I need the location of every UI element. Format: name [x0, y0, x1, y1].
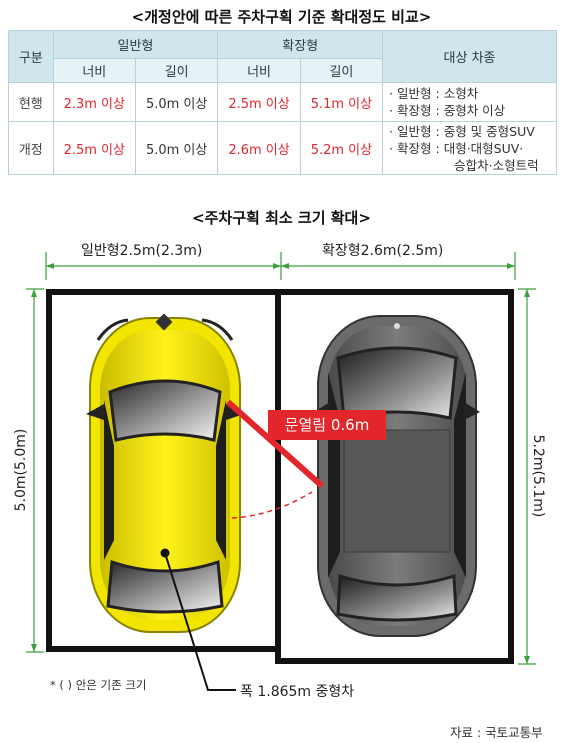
target-line: · 일반형 : 소형차: [389, 86, 479, 101]
sub-width-extended: 너비: [217, 58, 301, 83]
yellow-car-rear-window: [106, 559, 224, 614]
yellow-car-left-mirror: [86, 404, 104, 420]
target-line: 승합차·소형트럭: [454, 157, 539, 173]
arrow-head: [46, 263, 54, 269]
extended-width-label: 확장형2.6m(2.5m): [319, 240, 447, 260]
table-row: 개정 2.5m 이상 5.0m 이상 2.6m 이상 5.2m 이상 · 일반형…: [8, 121, 557, 175]
gray-car-roof: [343, 429, 451, 553]
current-extended-width: 2.5m 이상: [217, 82, 301, 122]
width-dimension: [45, 252, 516, 280]
current-general-length: 5.0m 이상: [134, 82, 219, 122]
revised-extended-width: 2.6m 이상: [217, 121, 301, 175]
yellow-car-right-window: [216, 400, 226, 560]
gray-car: [314, 315, 480, 637]
right-length-dimension: [518, 288, 536, 665]
arrow-head: [31, 644, 37, 652]
arrow-head: [273, 263, 281, 269]
gray-car-right-mirror: [464, 402, 480, 420]
door-swing-arc: [231, 491, 313, 519]
target-line: · 일반형 : 중형 및 중형SUV: [389, 123, 535, 139]
gray-car-rear-window: [336, 573, 458, 622]
revised-target-vehicles: · 일반형 : 중형 및 중형SUV · 확장형 : 대형·대형SUV· 승합차…: [382, 121, 557, 175]
yellow-car-left-window: [104, 400, 114, 560]
yellow-car-emblem: [155, 313, 173, 331]
general-width-label: 일반형2.5m(2.3m): [78, 240, 206, 260]
yellow-car-headlight: [201, 318, 234, 341]
door-opening-label: 문열림 0.6m: [268, 410, 386, 440]
yellow-car-windshield: [108, 379, 222, 442]
left-length-dimension: [26, 288, 44, 653]
left-length-label: 5.0m(5.0m): [13, 420, 29, 520]
gray-car-windshield: [336, 346, 458, 420]
arrow-head: [507, 263, 515, 269]
footnote: * ( ) 안은 기존 크기: [50, 678, 147, 692]
door-opening-line: [226, 399, 324, 489]
header-general: 일반형: [52, 30, 219, 59]
diagram-title: <주차구획 최소 크기 확대>: [192, 209, 371, 227]
arrow-head: [281, 263, 289, 269]
arrow-head: [524, 656, 530, 664]
table-title: <개정안에 따른 주차구획 기준 확대정도 비교>: [131, 8, 432, 26]
current-general-width: 2.3m 이상: [52, 82, 136, 122]
extended-parking-stall: [275, 289, 514, 664]
sub-width-general: 너비: [52, 58, 136, 83]
target-line: · 확장형 : 중형차 이상: [389, 103, 506, 118]
arrow-head: [31, 289, 37, 297]
revised-extended-length: 5.2m 이상: [299, 121, 384, 175]
caption-leader-line: [164, 552, 236, 691]
revised-general-length: 5.0m 이상: [134, 121, 219, 175]
gray-car-emblem: [394, 323, 400, 329]
target-line: · 확장형 : 대형·대형SUV·: [389, 140, 524, 156]
source-credit: 자료 : 국토교통부: [450, 725, 543, 740]
header-target: 대상 차종: [382, 30, 557, 83]
sub-length-extended: 길이: [299, 58, 384, 83]
header-extended: 확장형: [217, 30, 384, 59]
yellow-car-headlight: [96, 318, 129, 341]
current-extended-length: 5.1m 이상: [299, 82, 384, 122]
revised-general-width: 2.5m 이상: [52, 121, 136, 175]
yellow-car: [86, 313, 244, 633]
comparison-table: 구분 일반형 확장형 대상 차종 너비 길이 너비 길이 현행 2.3m 이상 …: [8, 30, 557, 175]
car-caption: 폭 1.865m 중형차: [240, 684, 355, 700]
gray-car-right-window: [454, 372, 466, 578]
right-length-label: 5.2m(5.1m): [530, 426, 546, 526]
arrow-head: [524, 289, 530, 297]
